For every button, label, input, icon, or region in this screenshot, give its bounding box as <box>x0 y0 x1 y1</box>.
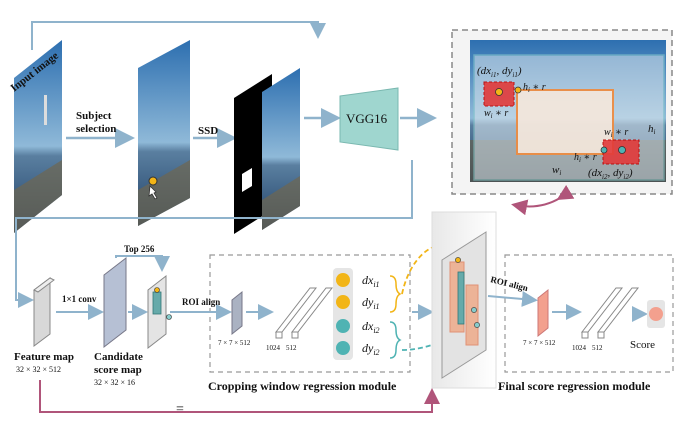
score-label: Score <box>630 339 655 351</box>
dy-i1-label: dyi1 <box>362 295 380 311</box>
dx-i2-label: dxi2 <box>362 319 380 335</box>
input-image <box>14 40 62 233</box>
dy-i2-label: dyi2 <box>362 341 380 357</box>
inset-topleft-coord: (dxi1, dyi1) <box>477 65 522 79</box>
top256-connector <box>115 255 170 272</box>
crop-output-panel <box>333 268 353 360</box>
top-connector <box>31 21 326 50</box>
inset-h-r-bottom: hi ∗ r <box>574 152 597 164</box>
crop-fc-1024: 1024 <box>266 344 281 352</box>
brace-yellow <box>389 275 402 313</box>
equals-sign: = <box>176 402 184 417</box>
crop-roi-feature <box>231 290 243 336</box>
dx-i1-dot <box>336 273 350 287</box>
score-module-title: Final score regression module <box>498 379 651 393</box>
crop-fc-layers <box>274 287 334 339</box>
inset-bottomright-coord: (dxi2, dyi2) <box>588 167 633 181</box>
score-fc-1024: 1024 <box>572 344 587 352</box>
candidate-title-1: Candidate <box>94 351 143 363</box>
bbox-inset <box>451 29 673 195</box>
crop-module-title: Cropping window regression module <box>208 379 397 393</box>
inset-h-label: hi <box>648 123 656 136</box>
bottom-loop-arrow <box>39 380 440 413</box>
vgg16-label: VGG16 <box>346 111 388 126</box>
inset-w-r-right: wi ∗ r <box>604 127 628 139</box>
score-roi-feature <box>537 288 549 338</box>
candidate-title-2: score map <box>94 364 142 376</box>
candidate-dims: 32 × 32 × 16 <box>94 378 135 387</box>
ssd-image <box>262 68 300 230</box>
inset-w-r-left: wi ∗ r <box>484 108 508 120</box>
conv-label: 1×1 conv <box>62 294 97 304</box>
crop-module-box <box>209 254 411 373</box>
cursor-icon <box>148 185 158 200</box>
dy-i2-dot <box>336 341 350 355</box>
roi-align-label: ROI align <box>182 297 220 307</box>
dx-i2-dot <box>336 319 350 333</box>
inset-w-label: wi <box>552 164 561 177</box>
inset-link-arrow <box>511 184 575 216</box>
score-module-box <box>504 254 674 373</box>
feature-map <box>33 277 55 347</box>
score-fc-layers <box>580 287 640 339</box>
score-roi-dims: 7 × 7 × 512 <box>523 339 556 347</box>
feature-map-dims: 32 × 32 × 512 <box>16 365 61 374</box>
crop-roi-dims: 7 × 7 × 512 <box>218 339 251 347</box>
candidate-score-map <box>103 256 127 349</box>
feature-map-title: Feature map <box>14 351 74 363</box>
selected-feature-map <box>147 274 172 350</box>
top256-label: Top 256 <box>124 244 155 254</box>
vgg-to-featuremap-connector <box>15 160 413 308</box>
inset-h-r-top: hi ∗ r <box>523 82 546 94</box>
arrow-roi-align-2 <box>487 290 538 307</box>
score-fc-512: 512 <box>592 344 603 352</box>
subject-selection-label-2: selection <box>76 123 116 135</box>
ssd-label: SSD <box>198 125 218 137</box>
dy-i1-dot <box>336 295 350 309</box>
stacked-feature-panel <box>431 211 497 389</box>
dx-i1-label: dxi1 <box>362 273 380 289</box>
selected-image <box>138 40 190 226</box>
subject-selection-label-1: Subject <box>76 110 112 122</box>
score-dot <box>649 307 663 321</box>
brace-teal <box>389 321 402 359</box>
crop-fc-512: 512 <box>286 344 297 352</box>
vgg16-block <box>339 87 399 151</box>
